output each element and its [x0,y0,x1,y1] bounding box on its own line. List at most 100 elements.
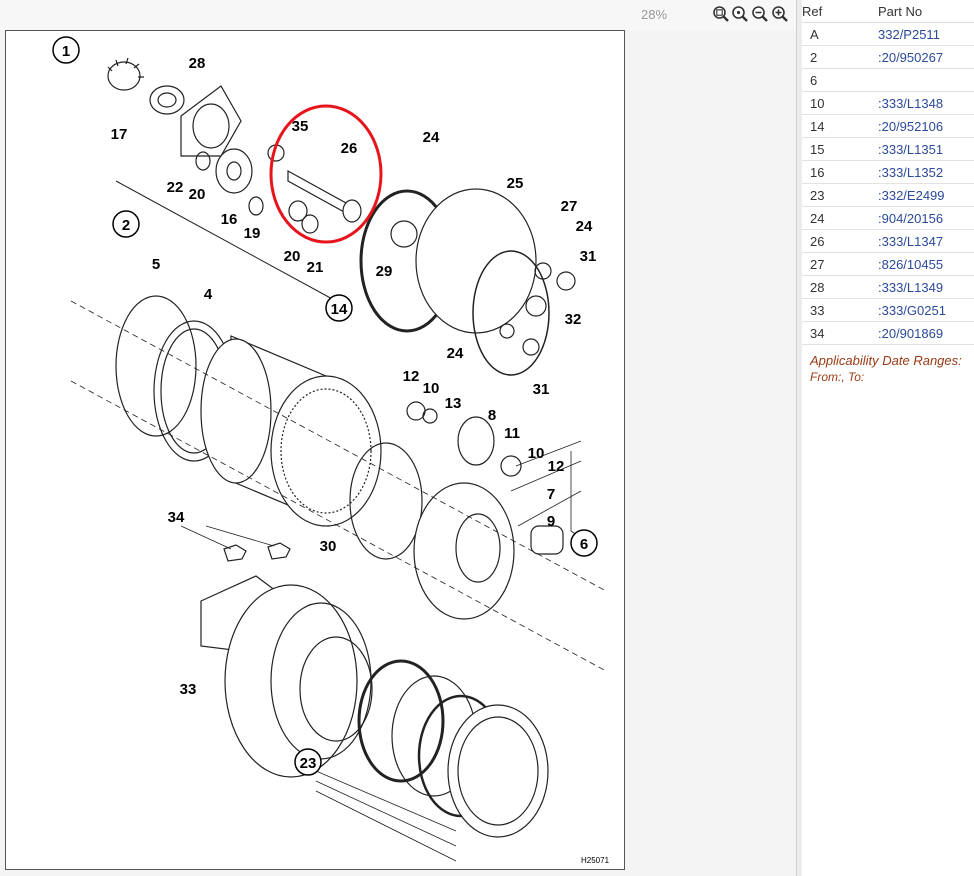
exploded-parts-diagram: 1 2 14 6 23 28 17 22 20 16 19 20 21 35 2… [5,30,625,870]
part-no-column-header[interactable]: Part No [878,0,974,23]
callout-21[interactable]: 21 [307,259,324,276]
callout-23[interactable]: 23 [300,755,317,772]
table-row[interactable]: 16:333/L1352 [802,160,974,184]
callout-24-c[interactable]: 24 [447,345,464,362]
table-row[interactable]: 15:333/L1351 [802,137,974,161]
callout-31-b[interactable]: 31 [533,381,550,398]
callout-27[interactable]: 27 [561,198,578,215]
part-no-link[interactable]: :333/L1352 [878,160,974,184]
zoom-actual-icon[interactable] [731,5,749,23]
ref-cell: 26 [802,229,878,253]
drive-shaft-shape [287,169,347,215]
callout-11[interactable]: 11 [504,425,520,442]
zoom-in-icon[interactable] [771,5,789,23]
ref-cell: 10 [802,91,878,115]
callout-19[interactable]: 19 [244,225,261,242]
ref-cell: 16 [802,160,878,184]
table-row[interactable]: 10:333/L1348 [802,91,974,115]
part-no-link[interactable]: :333/L1349 [878,275,974,299]
callout-25[interactable]: 25 [507,175,524,192]
drawing-id: H25071 [581,856,610,865]
cover-plate-shape [415,188,537,334]
callout-10-b[interactable]: 10 [528,445,545,462]
callout-32[interactable]: 32 [565,311,582,328]
callout-31-a[interactable]: 31 [580,248,597,265]
zoom-level: 28% [641,7,668,22]
part-no-link[interactable]: :826/10455 [878,252,974,276]
table-row[interactable]: 2:20/950267 [802,45,974,69]
part-no-link[interactable]: :904/20156 [878,206,974,230]
panel-splitter[interactable] [796,0,802,876]
callout-2-circle [112,210,140,238]
table-row[interactable]: 14:20/952106 [802,114,974,138]
callout-1-circle [52,36,80,64]
callout-9[interactable]: 9 [547,513,555,530]
callout-34[interactable]: 34 [168,509,185,526]
table-row[interactable]: 28:333/L1349 [802,275,974,299]
callout-14[interactable]: 14 [331,301,348,318]
callout-1[interactable]: 1 [62,43,70,60]
callout-29[interactable]: 29 [376,263,393,280]
ref-cell: 15 [802,137,878,161]
planet-carrier-shape [413,482,515,620]
callout-12-a[interactable]: 12 [403,368,420,385]
callout-20-b[interactable]: 20 [284,248,301,265]
part-no-link[interactable]: :333/L1347 [878,229,974,253]
bracket-plate-shape [180,85,242,157]
callout-30[interactable]: 30 [320,538,337,555]
zoom-fit-icon[interactable] [712,5,730,23]
callout-6-circle [570,529,598,557]
callout-10-a[interactable]: 10 [423,380,440,397]
callout-16[interactable]: 16 [221,211,238,228]
highlight-circle [269,104,383,244]
housing-shape [200,338,272,484]
table-row[interactable]: 26:333/L1347 [802,229,974,253]
table-row[interactable]: 24:904/20156 [802,206,974,230]
part-no-link[interactable] [878,68,974,92]
table-row[interactable]: 34:20/901869 [802,321,974,345]
callout-24-b[interactable]: 24 [576,218,593,235]
parts-table-header: Ref Part No [802,0,974,23]
callout-35[interactable]: 35 [292,118,309,135]
part-no-link[interactable]: :333/L1351 [878,137,974,161]
callout-4[interactable]: 4 [204,286,213,303]
callout-13[interactable]: 13 [445,395,462,412]
callout-14-circle [325,294,353,322]
gear-shape [215,148,253,194]
ref-cell: 24 [802,206,878,230]
callout-24-a[interactable]: 24 [423,129,440,146]
part-no-link[interactable]: :20/952106 [878,114,974,138]
callout-26[interactable]: 26 [341,140,358,157]
ref-cell: 14 [802,114,878,138]
ref-column-header[interactable]: Ref [802,0,878,23]
applicability-range: From:, To: [810,370,865,384]
callout-7[interactable]: 7 [547,486,555,503]
callout-8[interactable]: 8 [488,407,496,424]
callout-20-a[interactable]: 20 [189,186,206,203]
table-row[interactable]: 33:333/G0251 [802,298,974,322]
callout-2[interactable]: 2 [122,217,130,234]
callout-6[interactable]: 6 [580,536,588,553]
ref-cell: 6 [802,68,878,92]
zoom-out-icon[interactable] [751,5,769,23]
part-no-link[interactable]: :332/E2499 [878,183,974,207]
callout-5[interactable]: 5 [152,256,160,273]
part-no-link[interactable]: :333/L1348 [878,91,974,115]
part-no-link[interactable]: :20/950267 [878,45,974,69]
drawing-viewer: 28% [0,0,797,876]
callout-28[interactable]: 28 [189,55,206,72]
part-no-link[interactable]: :20/901869 [878,321,974,345]
callout-33[interactable]: 33 [180,681,197,698]
table-row[interactable]: 6 [802,68,974,92]
callout-12-b[interactable]: 12 [548,458,565,475]
table-row[interactable]: 23:332/E2499 [802,183,974,207]
callout-22[interactable]: 22 [167,179,184,196]
table-row[interactable]: 27:826/10455 [802,252,974,276]
callout-17[interactable]: 17 [111,126,128,143]
part-no-link[interactable]: 332/P2511 [878,22,974,46]
callout-23-circle [294,748,322,776]
part-no-link[interactable]: :333/G0251 [878,298,974,322]
